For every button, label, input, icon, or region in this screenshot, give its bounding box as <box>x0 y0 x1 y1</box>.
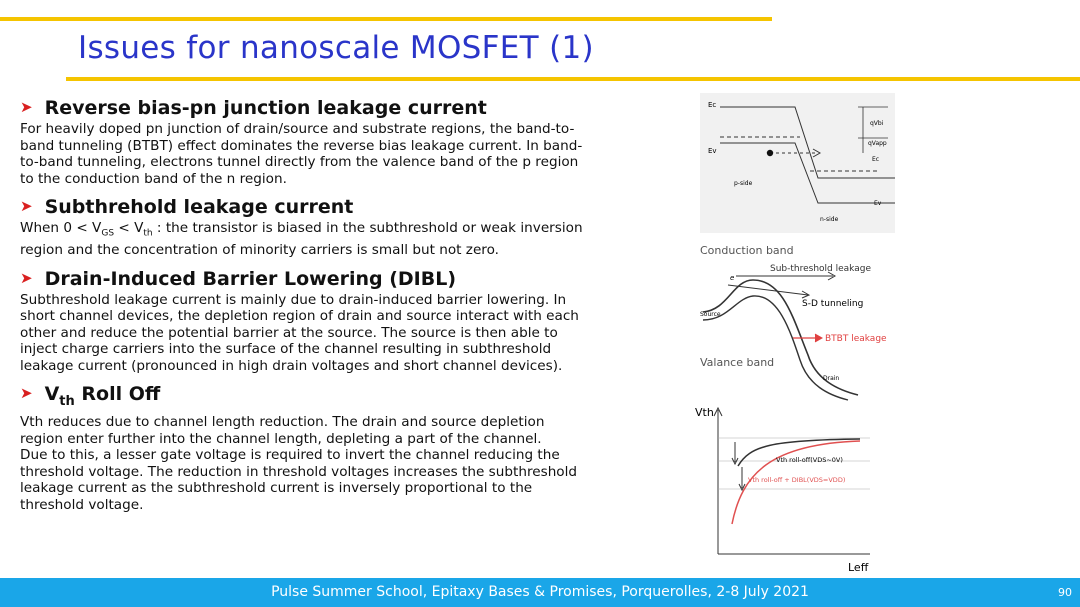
section-heading: ➤Drain-Induced Barrier Lowering (DIBL) <box>20 267 457 290</box>
vth-rolloff-plot: Vth Vth roll-off(VDS~0V) Vth roll-off + … <box>695 406 870 574</box>
svg-text:n-side: n-side <box>820 216 839 223</box>
slide-title: Issues for nanoscale MOSFET (1) <box>78 30 594 66</box>
footer-text: Pulse Summer School, Epitaxy Bases & Pro… <box>271 584 809 600</box>
top-accent-bar <box>0 17 772 21</box>
svg-text:Vth: Vth <box>695 406 714 419</box>
svg-text:Ec: Ec <box>872 156 879 163</box>
svg-text:qVbi: qVbi <box>870 120 884 127</box>
section-reverse-bias: ➤Reverse bias-pn junction leakage curren… <box>20 96 686 187</box>
bullet-arrow-icon: ➤ <box>20 384 33 403</box>
section-body: Vth reduces due to channel length reduct… <box>20 414 578 513</box>
svg-text:Source: Source <box>700 311 721 318</box>
svg-text:Leff: Leff <box>848 561 869 574</box>
svg-text:Ev: Ev <box>708 147 717 155</box>
svg-text:S-D tunneling: S-D tunneling <box>802 299 863 309</box>
section-subthreshold: ➤Subthrehold leakage current When 0 < VG… <box>20 195 686 259</box>
bullet-arrow-icon: ➤ <box>20 98 33 116</box>
section-heading: ➤Reverse bias-pn junction leakage curren… <box>20 97 487 119</box>
bullet-arrow-icon: ➤ <box>20 197 33 215</box>
title-underline <box>66 77 1080 81</box>
page-number: 90 <box>1058 586 1072 599</box>
slide-content: ➤Reverse bias-pn junction leakage curren… <box>20 96 686 521</box>
pn-band-diagram: Ec Ev qVbi qVapp Ec Ev p-side n-side <box>700 93 895 233</box>
footer-bar: Pulse Summer School, Epitaxy Bases & Pro… <box>0 578 1080 607</box>
svg-text:p-side: p-side <box>734 180 753 187</box>
svg-text:Sub-threshold leakage: Sub-threshold leakage <box>770 264 871 274</box>
leakage-band-diagram: Conduction band Sub-threshold leakage e … <box>700 244 887 401</box>
section-heading: ➤Vth Roll Off <box>20 383 161 410</box>
svg-text:Ec: Ec <box>708 101 716 109</box>
svg-text:Vth roll-off + DIBL(VDS=VDD): Vth roll-off + DIBL(VDS=VDD) <box>748 476 845 484</box>
svg-text:Vth roll-off(VDS~0V): Vth roll-off(VDS~0V) <box>776 456 843 464</box>
svg-text:e: e <box>730 274 734 282</box>
section-body: When 0 < VGS < Vth : the transistor is b… <box>20 220 583 259</box>
svg-text:BTBT leakage: BTBT leakage <box>825 334 887 344</box>
section-dibl: ➤Drain-Induced Barrier Lowering (DIBL) S… <box>20 267 686 375</box>
svg-text:Conduction band: Conduction band <box>700 244 794 257</box>
svg-text:qVapp: qVapp <box>868 140 887 147</box>
section-body: For heavily doped pn junction of drain/s… <box>20 121 583 187</box>
section-heading: ➤Subthrehold leakage current <box>20 196 354 218</box>
section-body: Subthreshold leakage current is mainly d… <box>20 291 579 374</box>
svg-text:Ev: Ev <box>874 200 882 207</box>
svg-text:Valance band: Valance band <box>700 356 774 369</box>
bullet-arrow-icon: ➤ <box>20 268 33 287</box>
svg-text:Drain: Drain <box>823 375 839 382</box>
section-vth-rolloff: ➤Vth Roll Off Vth reduces due to channel… <box>20 382 686 513</box>
